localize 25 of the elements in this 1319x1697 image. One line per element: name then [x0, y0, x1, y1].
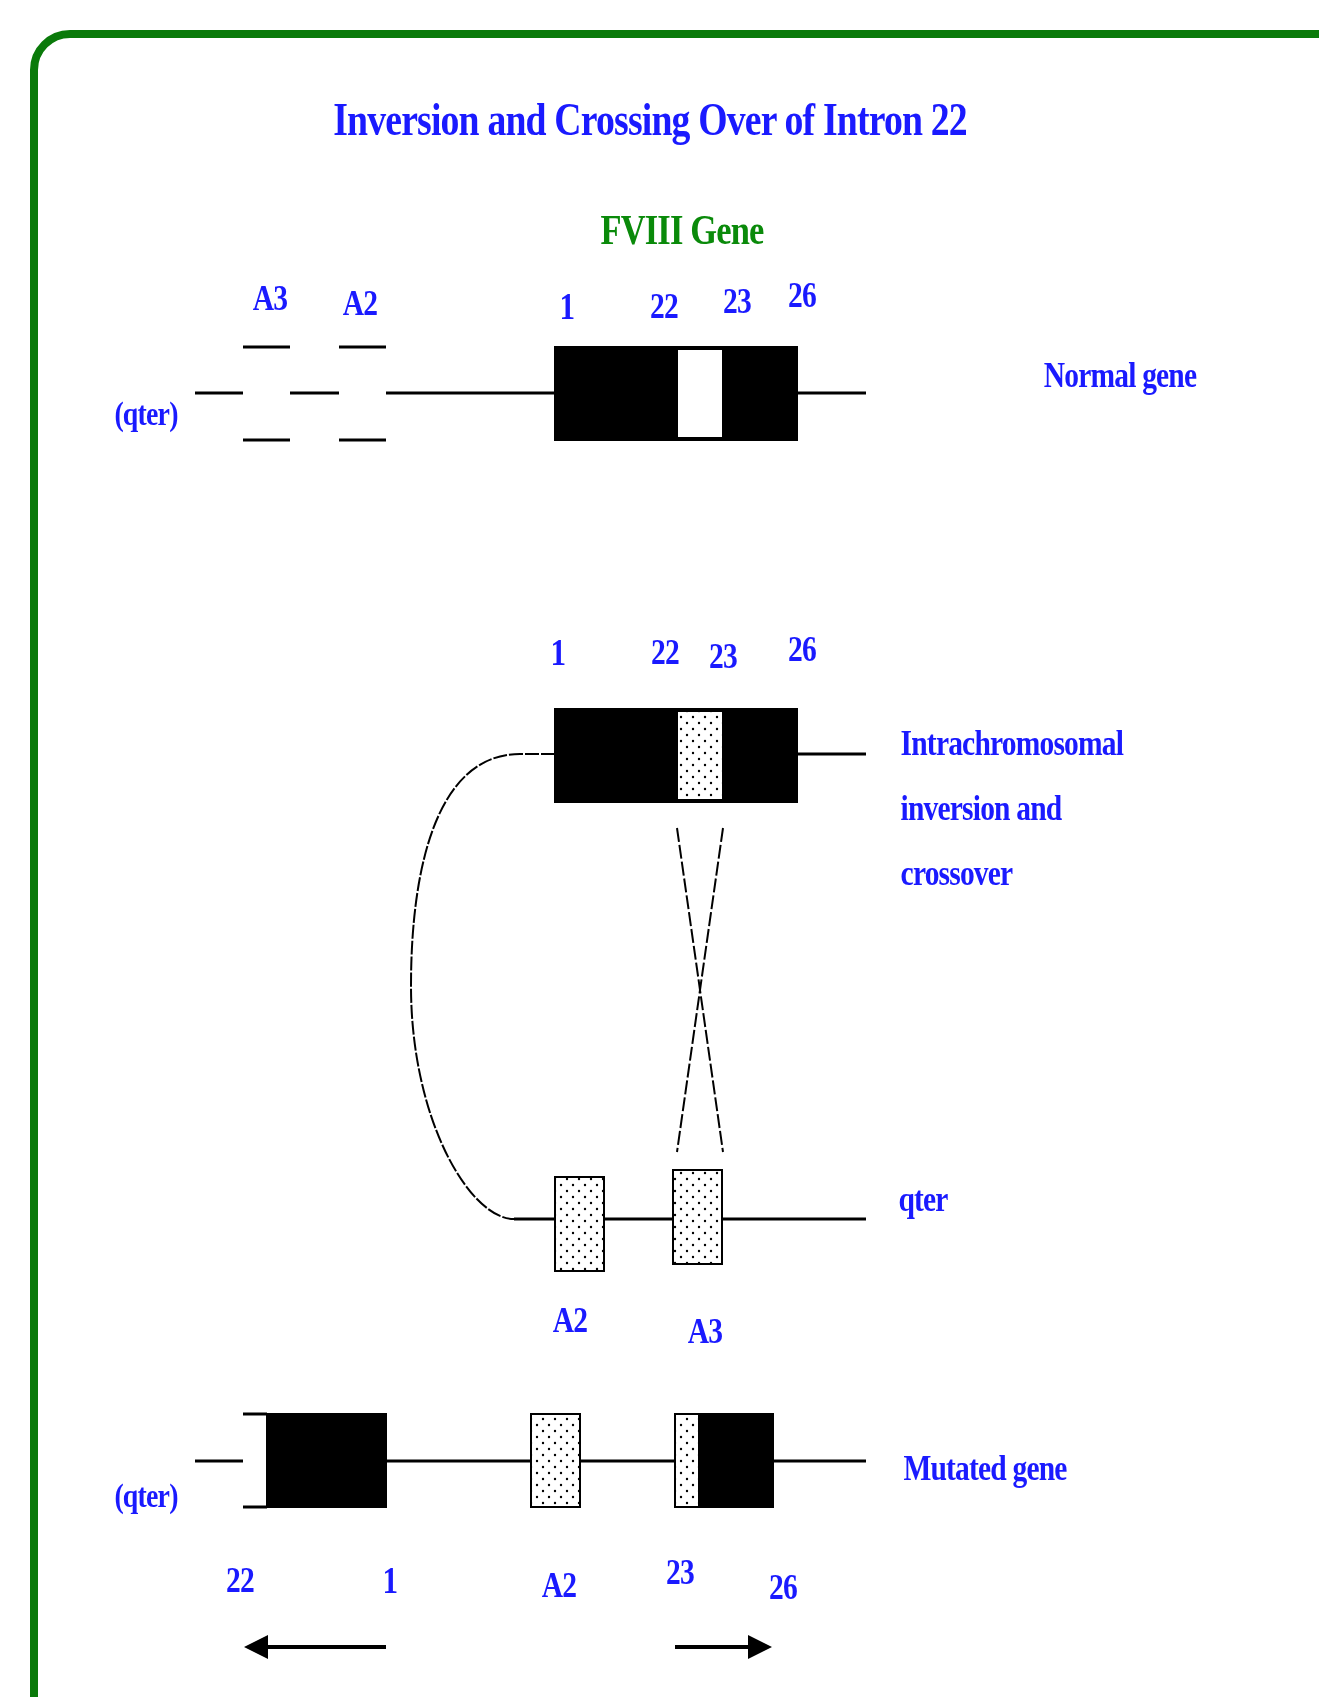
gene-name: FVIII Gene	[600, 206, 764, 254]
exon-number: 22	[226, 1559, 254, 1601]
chromosome-end-label: qter	[898, 1178, 948, 1220]
exon-number: 22	[650, 285, 678, 327]
row-label: Mutated gene	[903, 1447, 1067, 1489]
exon-number: 1	[550, 630, 566, 674]
region-label: A2	[541, 1564, 577, 1606]
title: Inversion and Crossing Over of Intron 22	[333, 92, 967, 146]
row-label: Normal gene	[1043, 354, 1197, 396]
exon-number: 23	[709, 635, 737, 677]
region-label: A3	[252, 277, 288, 319]
exon-number: 26	[788, 274, 816, 316]
region-label: A3	[687, 1310, 723, 1352]
region-label: A2	[342, 282, 378, 324]
exon-number: 26	[769, 1566, 797, 1608]
exon-number: 1	[559, 284, 575, 328]
row-label: Intrachromosomal inversion and crossover	[900, 721, 1125, 895]
exon-number: 26	[788, 628, 816, 670]
exon-number: 22	[651, 631, 679, 673]
exon-number: 23	[723, 280, 751, 322]
exon-number: 1	[382, 1558, 398, 1602]
chromosome-end-label: (qter)	[114, 395, 178, 433]
exon-number: 23	[666, 1551, 694, 1593]
chromosome-end-label: (qter)	[114, 1477, 178, 1515]
region-label: A2	[552, 1299, 588, 1341]
